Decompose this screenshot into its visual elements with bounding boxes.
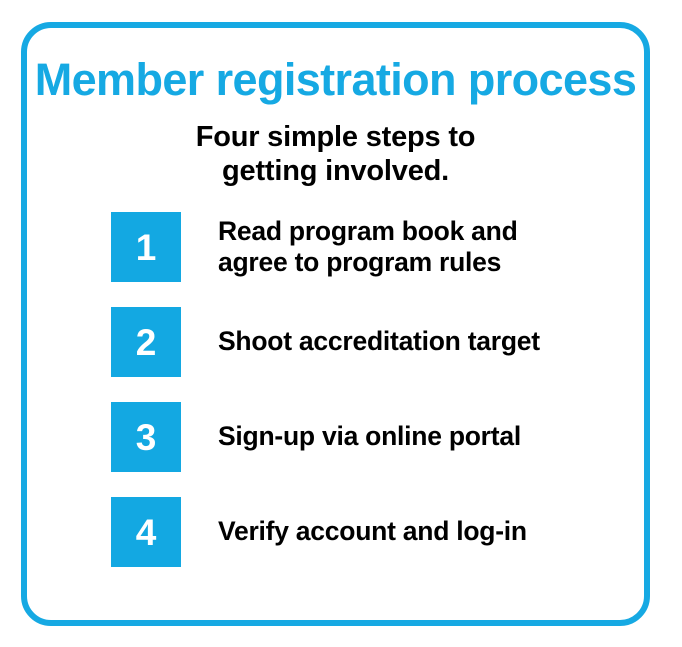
- step-description-1: Read program book and agree to program r…: [218, 216, 611, 279]
- list-item: 3 Sign-up via online portal: [111, 402, 611, 472]
- page-subtitle: Four simple steps to getting involved.: [27, 120, 644, 188]
- step-description-2-line-1: Shoot accreditation target: [218, 326, 540, 357]
- page-title: Member registration process: [34, 54, 637, 105]
- steps-list: 1 Read program book and agree to program…: [111, 212, 611, 567]
- step-description-4: Verify account and log-in: [218, 516, 611, 547]
- step-description-4-line-1: Verify account and log-in: [218, 516, 527, 547]
- step-number-badge-4: 4: [111, 497, 181, 567]
- step-description-1-line-1: Read program book and: [218, 215, 518, 246]
- page-subtitle-line-2: getting involved.: [222, 155, 449, 188]
- registration-process-card: Member registration process Four simple …: [21, 22, 650, 626]
- page-subtitle-line-1: Four simple steps to: [195, 121, 476, 153]
- step-description-3-line-1: Sign-up via online portal: [218, 421, 521, 452]
- list-item: 2 Shoot accreditation target: [111, 307, 611, 377]
- step-number-badge-2: 2: [111, 307, 181, 377]
- step-description-1-line-2: agree to program rules: [218, 247, 502, 277]
- list-item: 1 Read program book and agree to program…: [111, 212, 611, 282]
- step-description-2: Shoot accreditation target: [218, 326, 611, 357]
- step-number-badge-1: 1: [111, 212, 181, 282]
- step-description-3: Sign-up via online portal: [218, 421, 611, 452]
- list-item: 4 Verify account and log-in: [111, 497, 611, 567]
- step-number-badge-3: 3: [111, 402, 181, 472]
